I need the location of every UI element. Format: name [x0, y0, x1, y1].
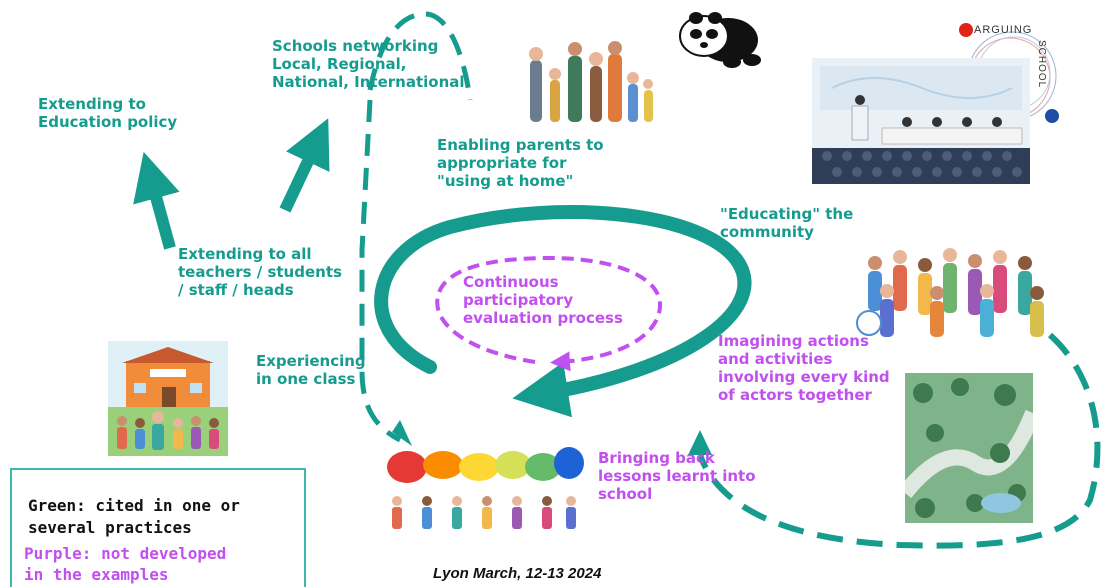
label-enabling-parents: Enabling parents to appropriate for "usi…	[437, 136, 604, 190]
brand-name: ARGUING	[974, 24, 1033, 36]
label-education-policy: Extending to Education policy	[38, 95, 178, 131]
school-illustration	[108, 341, 228, 456]
dashed-community-loop-arrow	[697, 332, 1101, 549]
label-extending-all: Extending to all teachers / students / s…	[178, 245, 342, 299]
label-imagining-actions: Imagining actions and activities involvi…	[718, 332, 890, 404]
arrow-to-education-policy	[133, 151, 180, 250]
brand-subtitle: SCHOOL	[1036, 40, 1047, 89]
label-continuous-evaluation: Continuous participatory evaluation proc…	[463, 273, 623, 327]
legend-green-entry: Green: cited in one or several practices	[28, 496, 240, 537]
dashed-network-loop-arrow	[359, 11, 473, 443]
evaluation-loop-arrow	[435, 255, 663, 372]
conference-illustration	[812, 58, 1030, 184]
legend-box	[10, 468, 306, 587]
footer-date: Lyon March, 12-13 2024	[433, 565, 602, 582]
main-cycle-arrow	[374, 205, 752, 418]
dashed-network-arrowhead	[392, 420, 412, 446]
label-bringing-back: Bringing back lessons learnt into school	[598, 449, 756, 503]
label-schools-networking: Schools networking Local, Regional, Nati…	[272, 37, 465, 91]
legend-purple-entry: Purple: not developed in the examples	[24, 544, 227, 584]
crowd-illustration	[856, 248, 1044, 337]
panda-logo	[679, 12, 761, 68]
dashed-community-arrowhead	[688, 430, 712, 455]
family-illustration	[529, 41, 653, 122]
park-illustration	[905, 373, 1033, 523]
arrow-to-schools-networking	[279, 118, 330, 213]
label-experiencing: Experiencing in one class	[256, 352, 366, 388]
speech-bubbles-children	[387, 447, 584, 529]
label-educating-community: "Educating" the community	[720, 205, 854, 241]
